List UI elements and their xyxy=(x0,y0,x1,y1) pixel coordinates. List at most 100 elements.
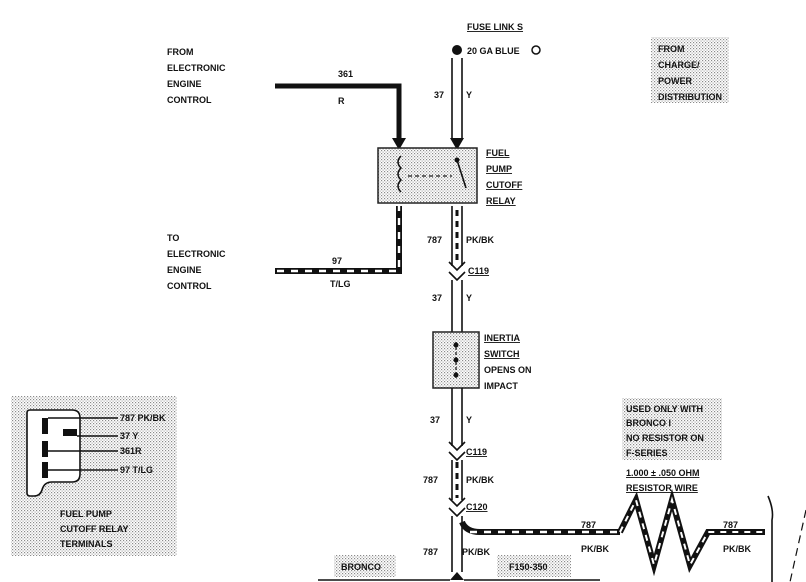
relay-label-line-3: CUTOFF xyxy=(486,180,523,190)
resistor-label-line-1: 1.000 ± .050 OHM xyxy=(626,468,699,478)
from-eec-line-2: ELECTRONIC xyxy=(167,63,226,73)
inertia-label-line-3: OPENS ON xyxy=(484,365,532,375)
relay-label-line-2: PUMP xyxy=(486,164,512,174)
wire-787-upper xyxy=(451,206,463,266)
connector-c119-lower-label: C119 xyxy=(466,447,487,457)
terminal-pin-4 xyxy=(42,462,48,478)
to-eec-line-1: TO xyxy=(167,233,179,243)
used-only-line-3: NO RESISTOR ON xyxy=(626,433,704,443)
wire-37-low-number: 37 xyxy=(430,415,440,425)
used-only-line-2: BRONCO I xyxy=(626,418,671,428)
resistor-label: 1.000 ± .050 OHM RESISTOR WIRE xyxy=(626,468,699,493)
inertia-label-line-2: SWITCH xyxy=(484,349,520,359)
wire-361-color: R xyxy=(338,96,345,106)
bronco-label: BRONCO xyxy=(341,562,381,572)
wire-787-res-number-2: 787 xyxy=(723,520,738,530)
connector-c119-upper xyxy=(448,261,466,282)
wire-37-top xyxy=(451,58,463,140)
terminal-label-3: 361R xyxy=(120,446,142,456)
from-charge-line-4: DISTRIBUTION xyxy=(658,92,722,102)
relay-coil xyxy=(397,155,403,193)
connector-c119-lower xyxy=(448,441,466,462)
fuse-link-label: FUSE LINK S xyxy=(467,22,523,32)
wire-787-res-number-1: 787 xyxy=(581,520,596,530)
wire-787-mid-number: 787 xyxy=(423,475,438,485)
terminal-label-1: 787 PK/BK xyxy=(120,413,166,423)
wire-37-low xyxy=(451,388,463,446)
wire-361-number: 361 xyxy=(338,69,353,79)
from-charge-line-2: CHARGE/ xyxy=(658,60,700,70)
wire-787-mid xyxy=(451,460,463,500)
fuse-gauge-label: 20 GA BLUE xyxy=(467,46,520,56)
fseries-label: F150-350 xyxy=(509,562,548,572)
resistor-label-line-2: RESISTOR WIRE xyxy=(626,483,698,493)
inertia-switch-dot-1 xyxy=(453,342,459,348)
charge-label-bg xyxy=(651,37,729,103)
right-bracket xyxy=(767,495,774,582)
terminals-title: FUEL PUMP CUTOFF RELAY TERMINALS xyxy=(60,509,129,549)
terminal-label-4: 97 T/LG xyxy=(120,465,153,475)
inertia-label: INERTIA SWITCH OPENS ON IMPACT xyxy=(484,333,532,391)
wire-37-low-color: Y xyxy=(466,415,472,425)
wire-97-color: T/LG xyxy=(330,279,351,289)
fuse-link-start-dot xyxy=(452,45,462,55)
from-eec-line-1: FROM xyxy=(167,47,194,57)
to-eec-line-4: CONTROL xyxy=(167,281,212,291)
right-bracket-dashed xyxy=(789,509,806,582)
wire-361-red xyxy=(275,83,402,140)
from-eec-label: FROM ELECTRONIC ENGINE CONTROL xyxy=(167,47,226,105)
to-eec-label: TO ELECTRONIC ENGINE CONTROL xyxy=(167,233,226,291)
bronco-label-bg xyxy=(334,555,396,577)
wire-37-mid-color: Y xyxy=(466,293,472,303)
wire-787-res-color-1: PK/BK xyxy=(581,544,610,554)
inertia-switch-dot-2 xyxy=(453,357,459,363)
wire-37-mid xyxy=(451,280,463,332)
from-eec-line-3: ENGINE xyxy=(167,79,202,89)
relay-label-line-4: RELAY xyxy=(486,196,516,206)
resistor-wire xyxy=(617,488,765,577)
resistor-wire-stripe xyxy=(619,496,763,569)
trunk-bottom-arrow xyxy=(450,572,464,580)
terminal-pin-1 xyxy=(42,418,48,434)
wire-787-res-color-2: PK/BK xyxy=(723,544,752,554)
to-eec-line-3: ENGINE xyxy=(167,265,202,275)
fuse-link-end-circle xyxy=(531,45,541,55)
to-eec-line-2: ELECTRONIC xyxy=(167,249,226,259)
used-only-line-4: F-SERIES xyxy=(626,448,668,458)
connector-c119-upper-label: C119 xyxy=(468,266,489,276)
terminals-title-line-1: FUEL PUMP xyxy=(60,509,112,519)
wire-97-number: 97 xyxy=(332,256,342,266)
connector-c120-label: C120 xyxy=(466,502,488,512)
fseries-label-bg xyxy=(497,555,571,577)
terminals-title-line-2: CUTOFF RELAY xyxy=(60,524,129,534)
fuel-pump-relay xyxy=(377,147,478,204)
wire-37-mid-number: 37 xyxy=(432,293,442,303)
used-only-label-bg xyxy=(622,398,722,460)
wire-787-mid-color: PK/BK xyxy=(466,475,495,485)
from-charge-line-1: FROM xyxy=(658,44,685,54)
wire-787-bottom-number: 787 xyxy=(423,547,438,557)
inertia-switch-dot-3 xyxy=(453,372,459,378)
relay-contact-dot xyxy=(454,157,460,163)
inertia-label-line-4: IMPACT xyxy=(484,381,518,391)
used-only-label: USED ONLY WITH BRONCO I NO RESISTOR ON F… xyxy=(626,404,704,458)
wire-97 xyxy=(275,206,402,274)
wire-787-bottom-color: PK/BK xyxy=(462,547,491,557)
wire-361-arrow xyxy=(392,138,406,150)
connector-c120 xyxy=(448,497,466,518)
wire-787-upper-number: 787 xyxy=(427,235,442,245)
wire-37-top-color: Y xyxy=(466,90,472,100)
relay-contact xyxy=(456,159,467,189)
wire-37-top-arrow xyxy=(450,138,464,150)
used-only-line-1: USED ONLY WITH xyxy=(626,404,703,414)
from-eec-line-4: CONTROL xyxy=(167,95,212,105)
terminal-label-2: 37 Y xyxy=(120,431,138,441)
from-charge-line-3: POWER xyxy=(658,76,693,86)
wire-787-upper-color: PK/BK xyxy=(466,235,495,245)
terminal-pin-2 xyxy=(63,429,77,436)
terminal-pin-3 xyxy=(42,441,48,457)
wire-787-to-resistor xyxy=(459,520,620,535)
relay-label-line-1: FUEL xyxy=(486,148,510,158)
from-charge-label: FROM CHARGE/ POWER DISTRIBUTION xyxy=(658,44,722,102)
